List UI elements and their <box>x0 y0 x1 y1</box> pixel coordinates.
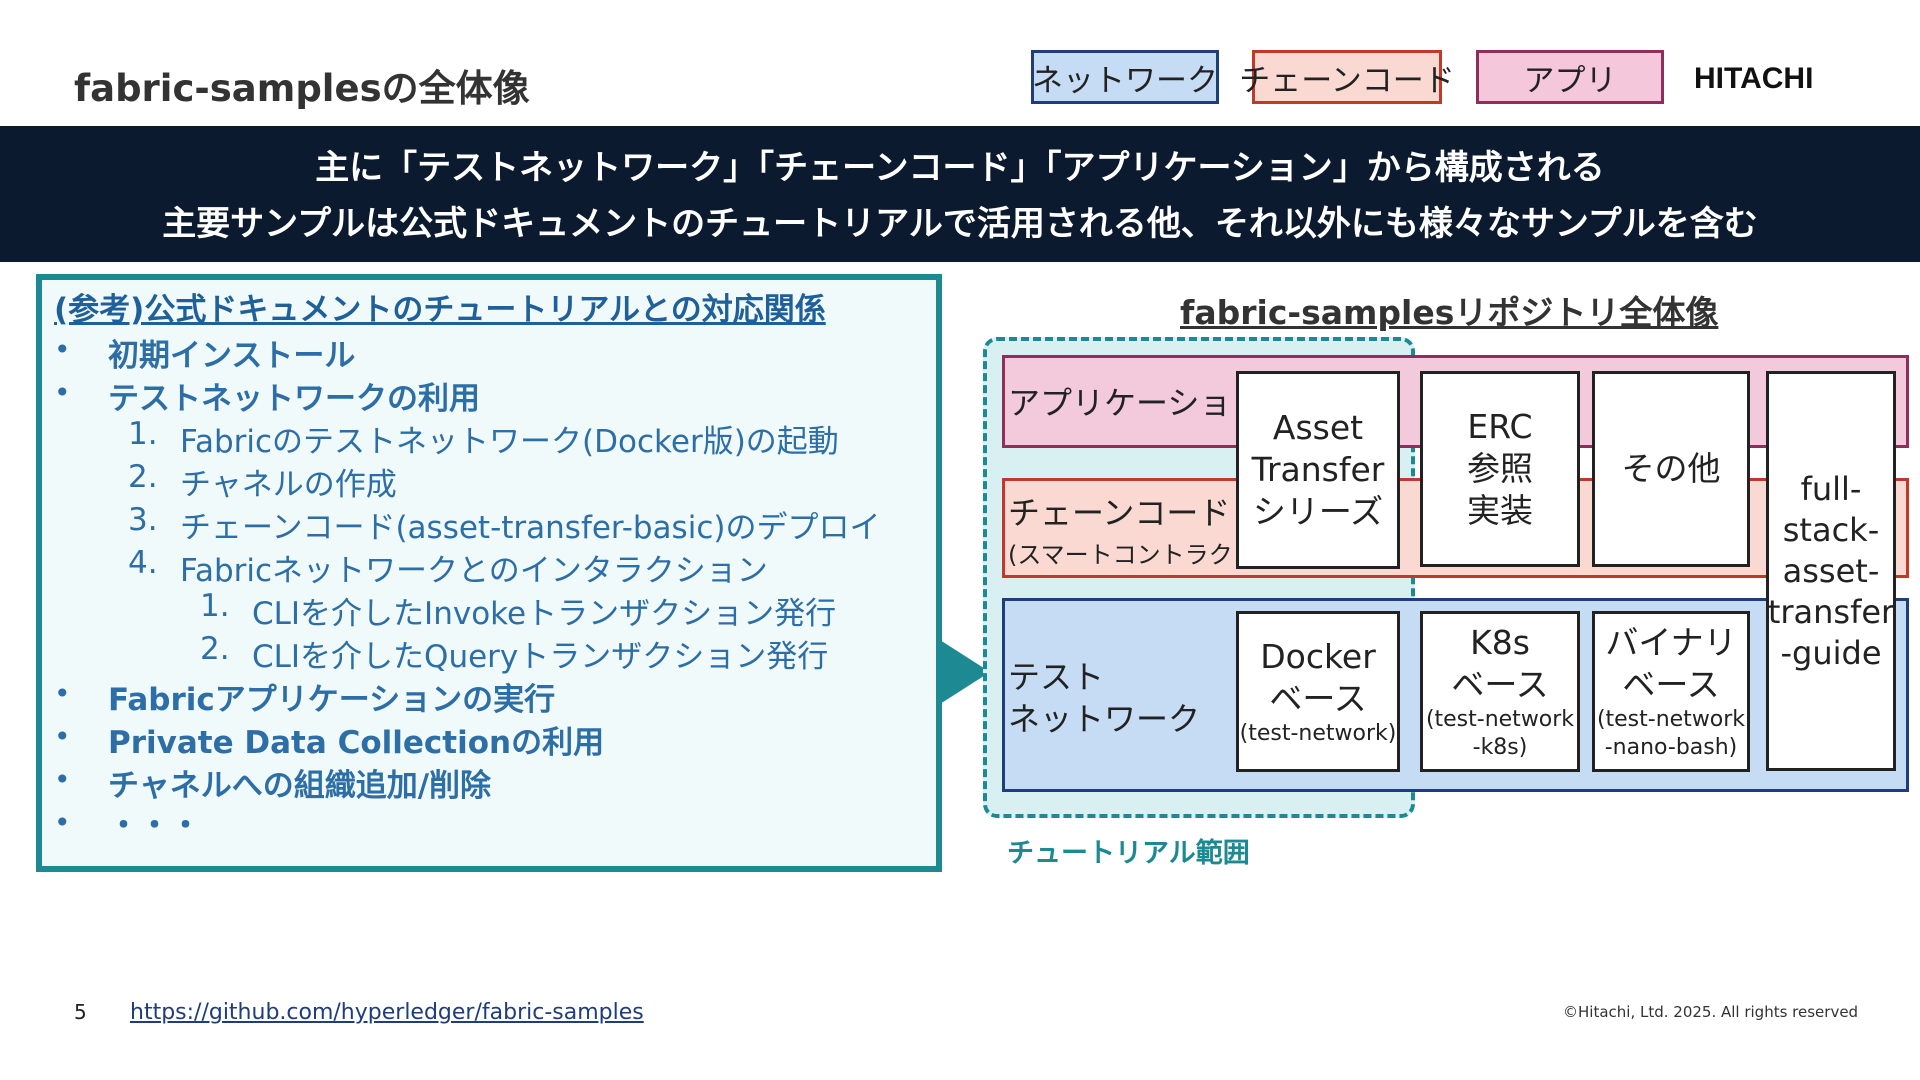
list-item: Fabricのテストネットワーク(Docker版)の起動 <box>180 424 839 460</box>
band-network-label-line1: テスト <box>1008 658 1105 696</box>
box-text: ERC <box>1467 407 1533 446</box>
list-item: ・・・ <box>108 808 201 844</box>
sample-full-stack-asset-transfer-guide: full- stack- asset- transfer -guide <box>1766 371 1896 771</box>
box-text: シリーズ <box>1252 492 1384 531</box>
box-text: バイナリ <box>1605 622 1737 662</box>
box-subtext: (test-network <box>1425 706 1575 732</box>
list-number: 2. <box>128 459 158 495</box>
bullet-dot: • <box>54 763 71 796</box>
list-item: チャネルへの組織追加/削除 <box>108 768 492 804</box>
box-text: その他 <box>1621 449 1721 488</box>
sample-docker-based-network: Docker ベース (test-network) <box>1236 611 1400 772</box>
legend-chaincode: チェーンコード <box>1239 50 1455 104</box>
list-item: Fabricアプリケーションの実行 <box>108 682 556 718</box>
bullet-dot: • <box>54 806 71 839</box>
copyright-notice: ©Hitachi, Ltd. 2025. All rights reserved <box>1563 1003 1859 1021</box>
bullet-dot: • <box>54 677 71 710</box>
bullet-dot: • <box>54 333 71 366</box>
box-text: Docker <box>1260 636 1376 676</box>
sample-binary-based-network: バイナリ ベース (test-network -nano-bash) <box>1592 611 1750 772</box>
list-number: 1. <box>200 588 230 624</box>
list-item: テストネットワークの利用 <box>108 381 480 417</box>
box-subtext: -nano-bash) <box>1604 734 1738 760</box>
box-text: 実装 <box>1467 491 1533 530</box>
box-text: ベース <box>1269 678 1367 718</box>
band-application-label: アプリケーション <box>1008 384 1264 422</box>
band-network-label-line2: ネットワーク <box>1008 700 1201 738</box>
banner-line-2: 主要サンプルは公式ドキュメントのチュートリアルで活用される他、それ以外にも様々な… <box>162 204 1758 244</box>
box-text: ベース <box>1622 664 1720 704</box>
reference-heading: (参考)公式ドキュメントのチュートリアルとの対応関係 <box>54 292 826 328</box>
band-chaincode-label: チェーンコード <box>1008 494 1231 532</box>
sample-erc-reference: ERC 参照 実装 <box>1420 371 1580 567</box>
page-number: 5 <box>74 1000 87 1024</box>
box-text: 参照 <box>1467 449 1533 488</box>
repo-overview-title: fabric-samplesリポジトリ全体像 <box>1180 293 1719 332</box>
list-item: CLIを介したQueryトランザクション発行 <box>252 639 829 675</box>
box-text: full- <box>1800 469 1862 508</box>
bullet-dot: • <box>54 720 71 753</box>
list-number: 1. <box>128 416 158 452</box>
page-title: fabric-samplesの全体像 <box>74 67 530 110</box>
github-link[interactable]: https://github.com/hyperledger/fabric-sa… <box>130 1000 644 1025</box>
box-text: -guide <box>1780 633 1882 672</box>
list-item: CLIを介したInvokeトランザクション発行 <box>252 596 837 632</box>
legend-app: アプリ <box>1476 50 1664 104</box>
legend-network: ネットワーク <box>1031 50 1219 104</box>
bullet-dot: • <box>54 376 71 409</box>
sample-k8s-based-network: K8s ベース (test-network -k8s) <box>1420 611 1580 772</box>
summary-banner: 主に「テストネットワーク」「チェーンコード」「アプリケーション」から構成される … <box>0 126 1920 262</box>
list-number: 2. <box>200 631 230 667</box>
list-item: チェーンコード(asset-transfer-basic)のデプロイ <box>180 510 881 546</box>
hitachi-logo: HITACHI <box>1694 62 1814 95</box>
box-subtext: -k8s) <box>1472 734 1528 760</box>
pointer-arrow-icon <box>940 640 990 704</box>
box-text: Transfer <box>1251 450 1385 489</box>
box-text: asset- <box>1782 551 1880 590</box>
box-subtext: (test-network <box>1596 706 1746 732</box>
banner-line-1: 主に「テストネットワーク」「チェーンコード」「アプリケーション」から構成される <box>315 148 1605 188</box>
box-text: transfer <box>1767 592 1895 631</box>
sample-other: その他 <box>1592 371 1750 567</box>
list-number: 4. <box>128 545 158 581</box>
list-item: Fabricネットワークとのインタラクション <box>180 553 768 589</box>
list-item: 初期インストール <box>108 338 356 374</box>
list-item: チャネルの作成 <box>180 467 397 503</box>
box-text: ベース <box>1451 664 1549 704</box>
box-text: stack- <box>1782 510 1880 549</box>
box-text: Asset <box>1272 408 1364 447</box>
band-chaincode-sublabel: (スマートコントラクト) <box>1008 541 1267 569</box>
tutorial-reference-box <box>36 274 942 872</box>
tutorial-scope-label: チュートリアル範囲 <box>1007 838 1250 869</box>
sample-asset-transfer: Asset Transfer シリーズ <box>1236 371 1400 569</box>
list-item: Private Data Collectionの利用 <box>108 725 605 761</box>
box-subtext: (test-network) <box>1239 720 1397 746</box>
box-text: K8s <box>1470 622 1530 662</box>
list-number: 3. <box>128 502 158 538</box>
